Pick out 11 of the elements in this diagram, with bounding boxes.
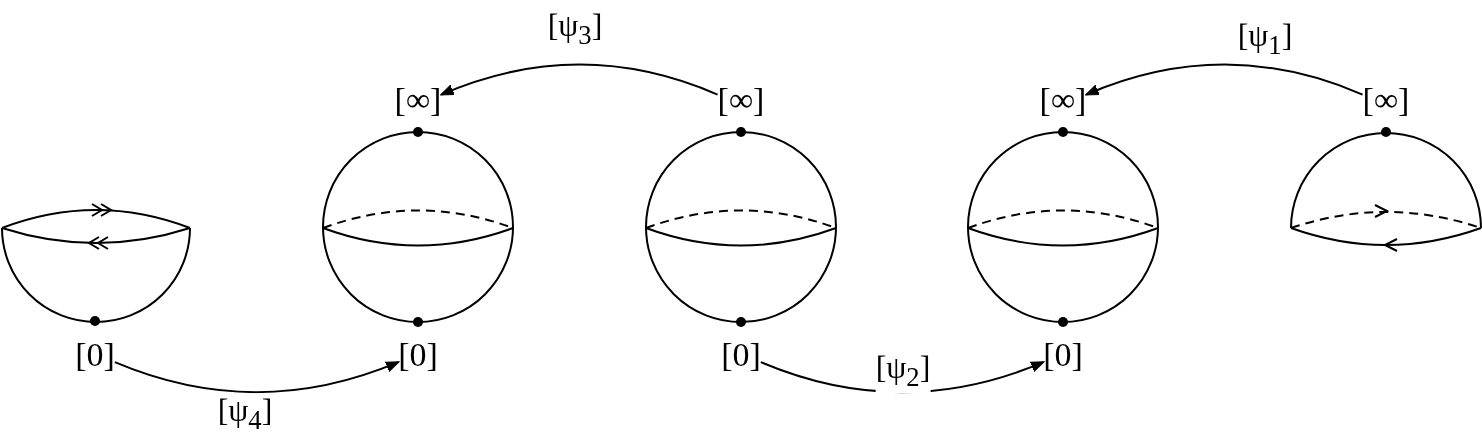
point-label: [∞] (394, 82, 442, 118)
arrow (113, 361, 400, 394)
point-label: [∞] (1362, 82, 1410, 118)
point-label: [∞] (717, 82, 765, 118)
point-label: [∞] (1039, 82, 1087, 118)
arrow (440, 63, 719, 96)
point-label: [0] (1043, 337, 1083, 373)
point-label: [0] (721, 337, 761, 373)
point-label: [0] (75, 337, 115, 373)
arrow (1085, 63, 1364, 96)
point-label: [0] (398, 337, 438, 373)
